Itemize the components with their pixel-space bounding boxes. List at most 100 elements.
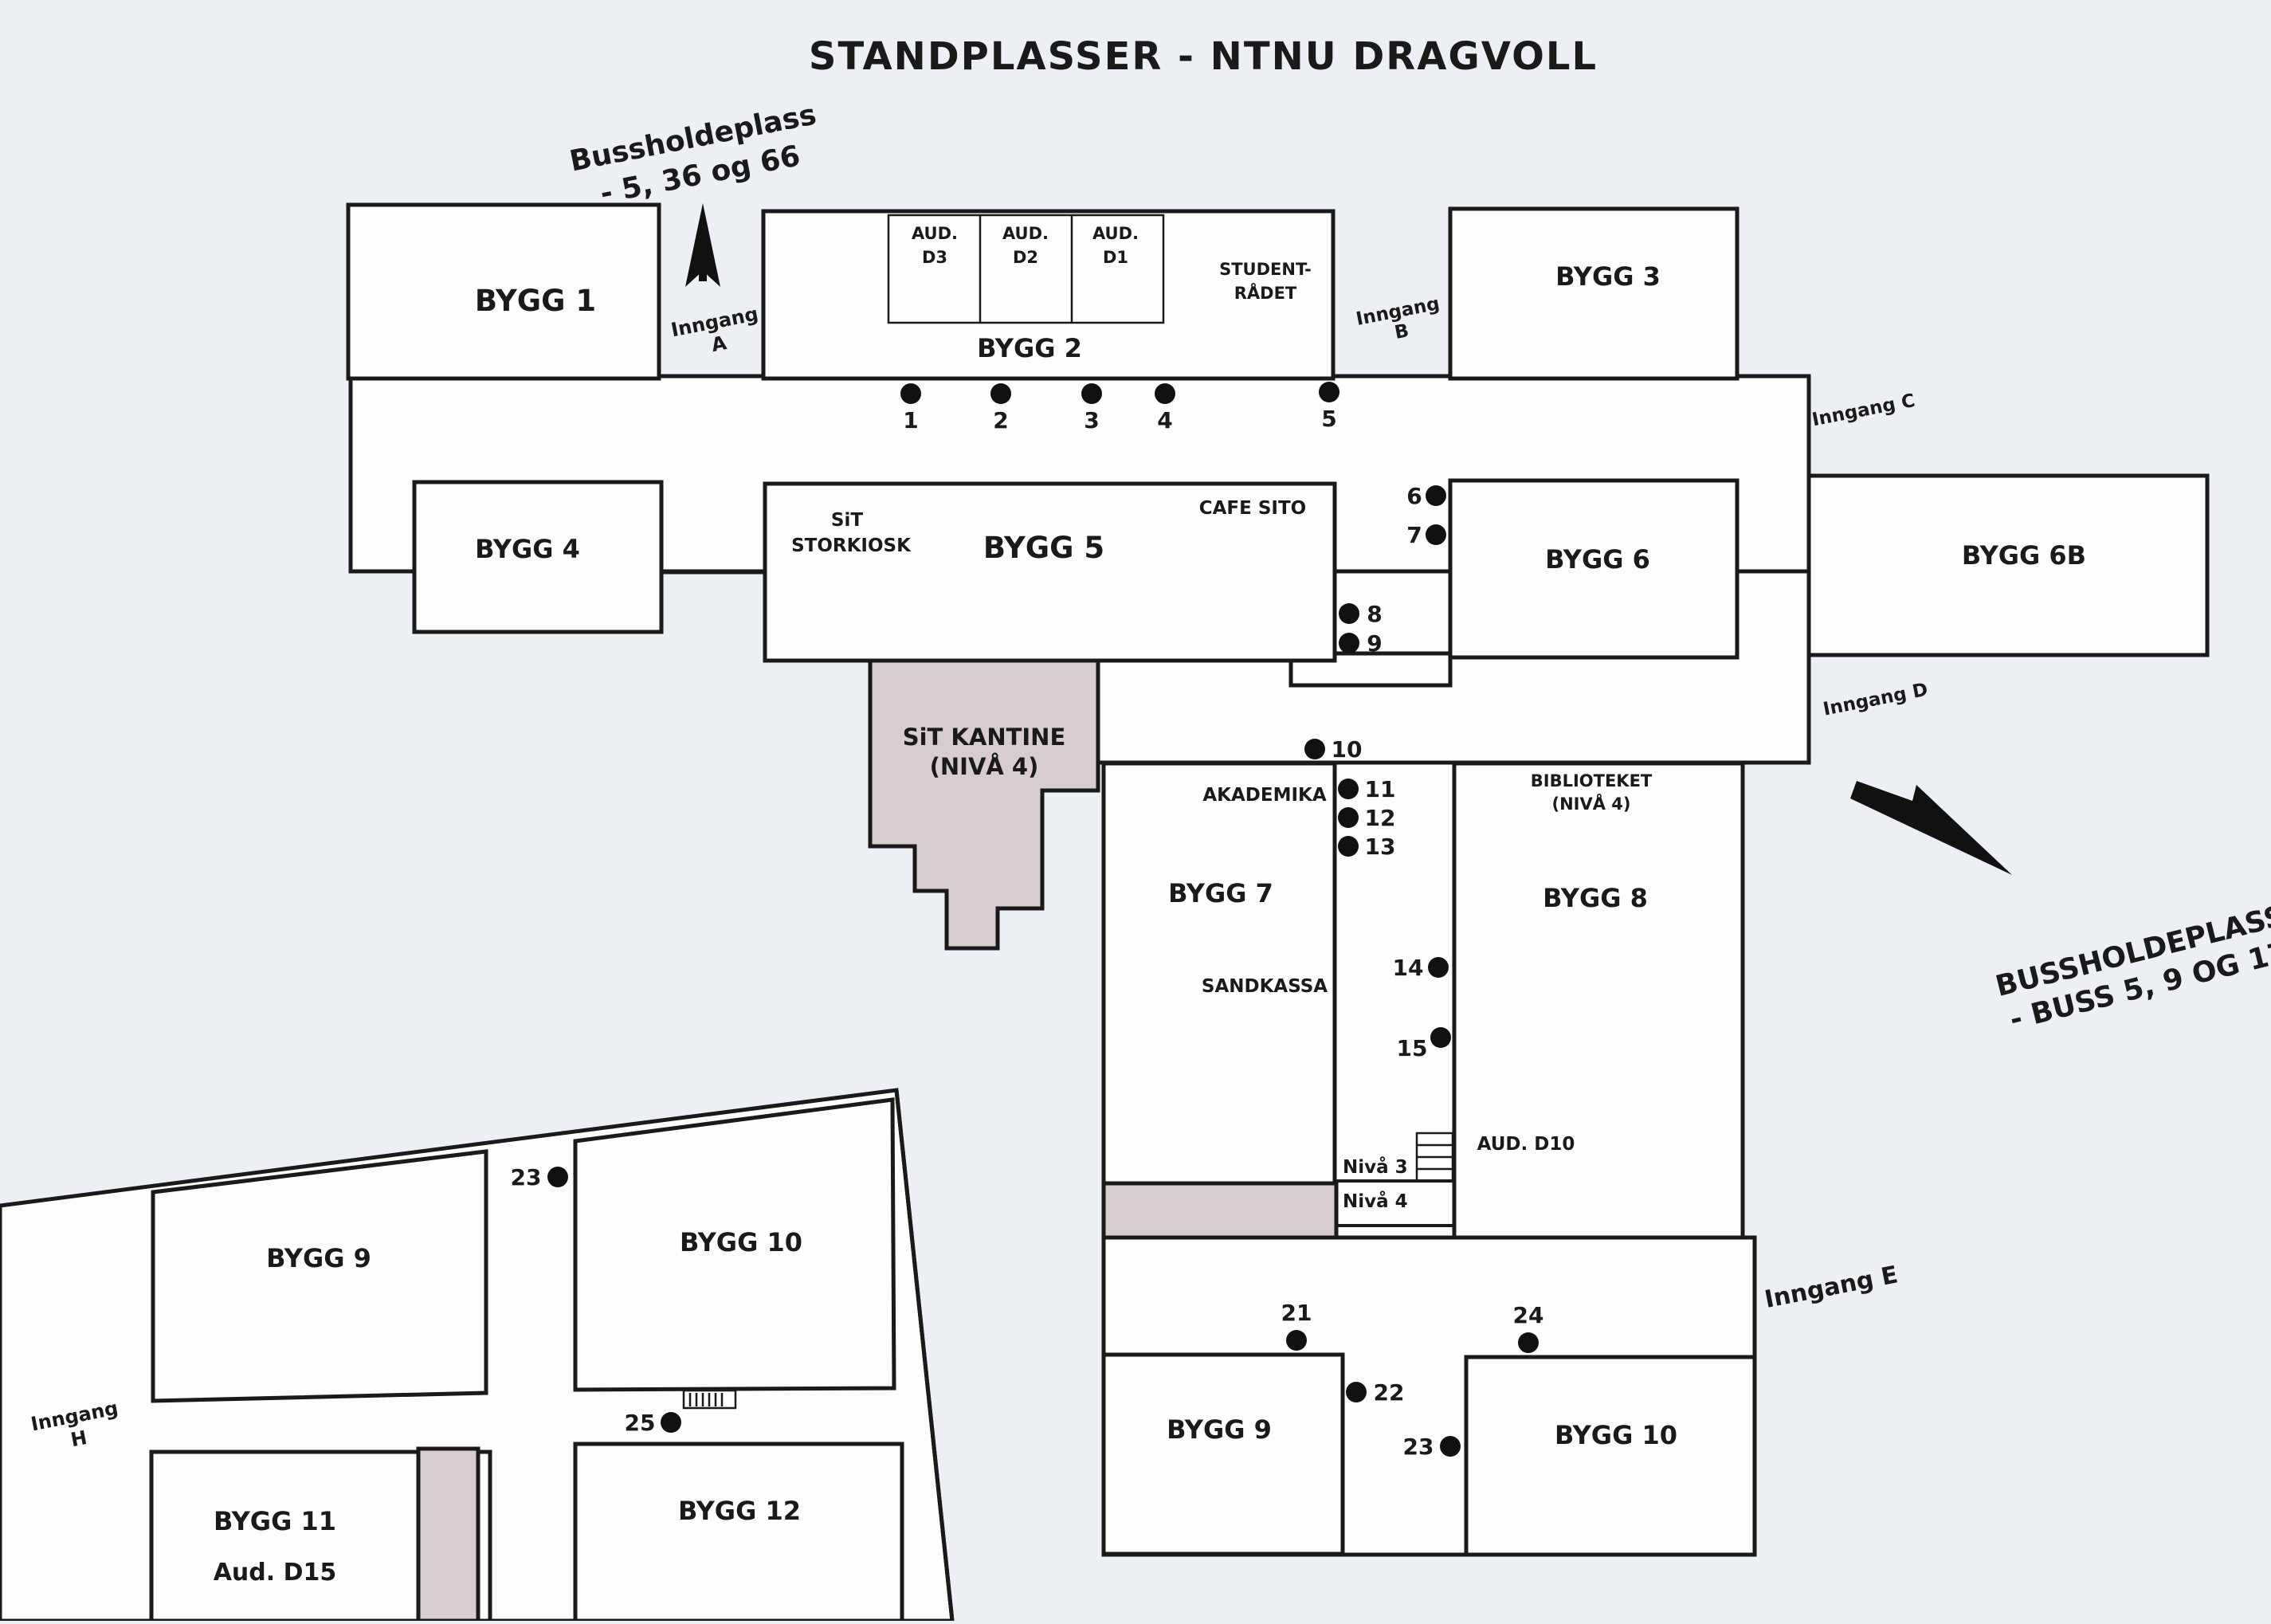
stand-number: 11 bbox=[1365, 776, 1396, 802]
stand-13[interactable]: 13 bbox=[1338, 834, 1395, 860]
bygg-9-right bbox=[1101, 1352, 1345, 1556]
north-arrow-icon bbox=[685, 203, 720, 287]
stand-4[interactable]: 4 bbox=[1155, 383, 1175, 433]
stand-number: 13 bbox=[1365, 834, 1396, 860]
entrance-a-line2: A bbox=[709, 331, 728, 356]
bygg-4 bbox=[412, 480, 664, 634]
stand-1[interactable]: 1 bbox=[900, 383, 921, 433]
map-title: STANDPLASSER - NTNU DRAGVOLL bbox=[809, 34, 1598, 79]
stand-25[interactable]: 25 bbox=[625, 1410, 681, 1436]
stand-23-right[interactable]: 23 bbox=[1403, 1434, 1461, 1460]
stand-8[interactable]: 8 bbox=[1339, 601, 1383, 627]
stand-number: 5 bbox=[1321, 406, 1336, 432]
biblioteket-line1: BIBLIOTEKET bbox=[1531, 771, 1653, 790]
aud-d10-label: AUD. D10 bbox=[1477, 1134, 1575, 1155]
sit-kantine-line1: SiT KANTINE bbox=[903, 724, 1066, 751]
bygg-9-left bbox=[151, 1149, 488, 1403]
stand-10[interactable]: 10 bbox=[1304, 736, 1362, 763]
stand-dot bbox=[1339, 633, 1359, 653]
stand-number: 3 bbox=[1084, 407, 1099, 433]
aud-d3-line2: D3 bbox=[922, 248, 947, 267]
stand-14[interactable]: 14 bbox=[1393, 955, 1449, 981]
stand-number: 10 bbox=[1332, 736, 1363, 763]
auditorium-block bbox=[887, 214, 1165, 324]
stand-22[interactable]: 22 bbox=[1346, 1379, 1404, 1406]
aud-d3-line1: AUD. bbox=[912, 224, 958, 243]
entrance-d-label: Inngang D bbox=[1822, 680, 1930, 720]
stand-9[interactable]: 9 bbox=[1339, 630, 1383, 657]
stand-number: 14 bbox=[1393, 955, 1424, 981]
stand-dot bbox=[1440, 1436, 1461, 1457]
bygg-5 bbox=[763, 481, 1337, 663]
stand-dot bbox=[1338, 779, 1359, 799]
aud-d2-line2: D2 bbox=[1013, 248, 1038, 267]
stand-dot bbox=[1081, 383, 1102, 404]
stand-dot bbox=[1339, 603, 1359, 624]
bygg-9-right-label: BYGG 9 bbox=[1167, 1414, 1272, 1445]
stand-2[interactable]: 2 bbox=[990, 383, 1011, 433]
stand-12[interactable]: 12 bbox=[1338, 805, 1395, 831]
stand-number: 7 bbox=[1406, 522, 1422, 548]
stand-3[interactable]: 3 bbox=[1081, 383, 1102, 433]
bygg-6-label: BYGG 6 bbox=[1545, 544, 1650, 575]
bygg-2-label: BYGG 2 bbox=[977, 333, 1082, 363]
entrance-c-label: Inngang C bbox=[1810, 390, 1917, 431]
biblioteket-line2: (NIVÅ 4) bbox=[1551, 794, 1630, 814]
stand-dot bbox=[1430, 1027, 1451, 1048]
stand-dot bbox=[1286, 1330, 1307, 1351]
entrance-e-label: Inngang E bbox=[1763, 1261, 1900, 1314]
stand-dot bbox=[1304, 739, 1325, 759]
stand-7[interactable]: 7 bbox=[1406, 522, 1446, 548]
stand-number: 6 bbox=[1406, 483, 1422, 509]
bygg-8-label: BYGG 8 bbox=[1543, 883, 1648, 913]
bygg-3 bbox=[1448, 206, 1740, 381]
stand-number: 23 bbox=[1403, 1434, 1434, 1460]
stand-dot bbox=[1426, 485, 1446, 506]
stand-21[interactable]: 21 bbox=[1281, 1300, 1312, 1351]
bygg-5-label: BYGG 5 bbox=[983, 531, 1104, 565]
stand-23-left[interactable]: 23 bbox=[511, 1164, 568, 1191]
stand-dot bbox=[990, 383, 1011, 404]
bygg-6 bbox=[1448, 478, 1740, 660]
stand-dot bbox=[900, 383, 921, 404]
stand-number: 4 bbox=[1157, 407, 1172, 433]
stand-11[interactable]: 11 bbox=[1338, 776, 1395, 802]
bygg-1 bbox=[346, 202, 661, 381]
stand-dot bbox=[1338, 836, 1359, 857]
bus-stop-north-label: Bussholdeplass - 5, 36 og 66 bbox=[567, 98, 819, 210]
bygg-10-right bbox=[1464, 1355, 1757, 1557]
stand-24[interactable]: 24 bbox=[1513, 1302, 1544, 1353]
stand-5[interactable]: 5 bbox=[1319, 382, 1339, 432]
bygg-10-left-label: BYGG 10 bbox=[680, 1227, 802, 1257]
bygg-7 bbox=[1101, 761, 1337, 1186]
sit-storkiosk-line2: STORKIOSK bbox=[791, 535, 912, 556]
stand-number: 2 bbox=[993, 407, 1008, 433]
stand-number: 23 bbox=[511, 1164, 542, 1191]
stand-dot bbox=[1338, 807, 1359, 828]
stand-dot bbox=[547, 1167, 568, 1187]
east-arrow-icon bbox=[1850, 781, 2012, 875]
bygg-10-left bbox=[573, 1097, 896, 1392]
bygg-9-left-label: BYGG 9 bbox=[266, 1243, 371, 1273]
bygg-11-label: BYGG 11 bbox=[214, 1506, 336, 1536]
aud-d1-line2: D1 bbox=[1103, 248, 1128, 267]
bygg-2 bbox=[761, 209, 1336, 381]
entrance-a-label: Inngang A bbox=[669, 303, 760, 356]
entrance-b-label: Inngang B bbox=[1355, 293, 1441, 343]
sit-storkiosk-line1: SiT bbox=[831, 510, 863, 531]
stairs-icon bbox=[1335, 1132, 1454, 1227]
stand-dot bbox=[1319, 382, 1339, 402]
stand-15[interactable]: 15 bbox=[1397, 1027, 1451, 1061]
stand-number: 8 bbox=[1367, 601, 1382, 627]
aud-d15-label: Aud. D15 bbox=[214, 1559, 337, 1587]
bygg-3-label: BYGG 3 bbox=[1555, 261, 1661, 292]
bygg-6b-label: BYGG 6B bbox=[1962, 540, 2086, 571]
aud-d1-line1: AUD. bbox=[1092, 224, 1139, 243]
stand-6[interactable]: 6 bbox=[1406, 483, 1446, 509]
stand-number: 21 bbox=[1281, 1300, 1312, 1326]
bygg-10-right-label: BYGG 10 bbox=[1555, 1420, 1677, 1450]
stairs-icon-2 bbox=[682, 1389, 737, 1410]
bygg-7-label: BYGG 7 bbox=[1168, 878, 1273, 908]
